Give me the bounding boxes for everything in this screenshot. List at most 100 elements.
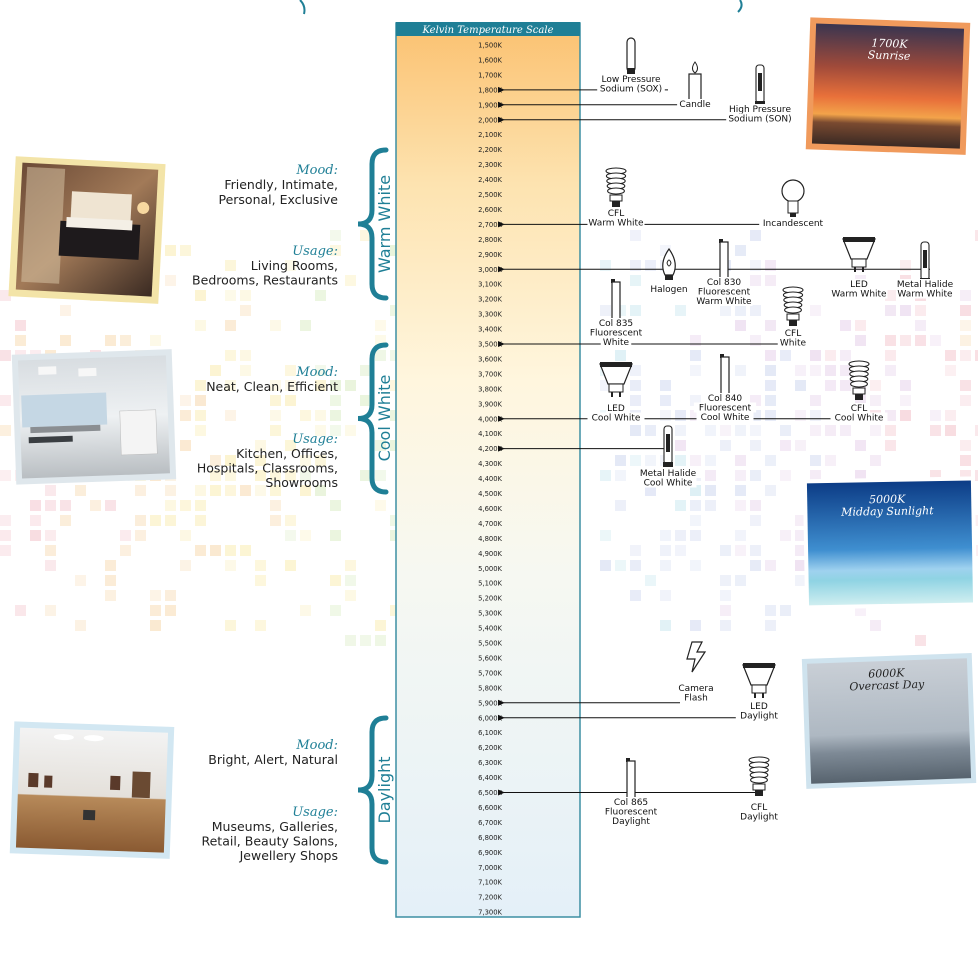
mosaic-square [630, 455, 641, 466]
scale-tick-label: 1,800K [478, 86, 502, 94]
mosaic-square [600, 305, 611, 316]
mosaic-square [30, 530, 41, 541]
scale-tick-label: 2,600K [478, 206, 502, 214]
mosaic-square [780, 350, 791, 361]
mosaic-square [135, 530, 146, 541]
source-label-bg [597, 83, 665, 94]
mosaic-square [855, 605, 866, 616]
mosaic-square [225, 260, 236, 271]
source-label-bg [597, 74, 665, 84]
mosaic-square [690, 500, 701, 511]
mosaic-square [60, 305, 71, 316]
source-label-bg [610, 797, 652, 807]
mosaic-square [975, 515, 978, 526]
source-label-bg [693, 402, 757, 413]
mosaic-square [765, 485, 776, 496]
incandescent-bulb-icon [781, 179, 805, 217]
mosaic-square [0, 545, 11, 556]
mosaic-square [900, 305, 911, 316]
mosaic-square [825, 425, 836, 436]
usage-line: Bedrooms, Restaurants [192, 273, 338, 288]
scale-tick-label: 4,700K [478, 520, 502, 528]
source-label-bg [703, 277, 745, 287]
sunrise-label-line2: Sunrise [868, 48, 912, 62]
mosaic-square [315, 485, 326, 496]
mosaic-square [900, 410, 911, 421]
mosaic-square [45, 545, 56, 556]
mosaic-square [210, 485, 221, 496]
mosaic-square [765, 455, 776, 466]
source-label-bg [735, 710, 783, 721]
source-label-bg [783, 328, 803, 338]
mosaic-square [705, 485, 716, 496]
scale-tick-label: 7,000K [478, 864, 502, 872]
mosaic-square [675, 530, 686, 541]
mosaic-square [840, 425, 851, 436]
source-label-bg [695, 296, 753, 306]
mosaic-square [285, 395, 296, 406]
mosaic-square [345, 560, 356, 571]
scale-tick-label: 5,100K [478, 580, 502, 588]
mosaic-square [750, 260, 761, 271]
mosaic-square [270, 515, 281, 526]
arrow-layer [498, 86, 930, 796]
scale-tick-label: 4,800K [478, 535, 502, 543]
source-label: Col 830 [707, 278, 742, 288]
mosaic-square [750, 230, 761, 241]
mosaic-square [285, 470, 296, 481]
mosaic-square [360, 230, 371, 241]
halogen-icon [662, 247, 676, 280]
mosaic-square [120, 530, 131, 541]
mood-heading: Mood: [295, 163, 338, 178]
gallery-photo [9, 721, 175, 859]
mosaic-square [75, 485, 86, 496]
mosaic-square [735, 530, 746, 541]
mosaic-square [165, 515, 176, 526]
fluorescent-tube-icon [611, 279, 621, 324]
usage-line: Living Rooms, [251, 258, 338, 273]
group-brace [357, 342, 389, 495]
mosaic-square [840, 380, 851, 391]
mosaic-square [735, 305, 746, 316]
source-label: Daylight [740, 813, 778, 823]
mosaic-square [945, 410, 956, 421]
mosaic-square [810, 365, 821, 376]
mosaic-square [180, 395, 191, 406]
scale-tick-label: 2,100K [478, 131, 502, 139]
mosaic-square [870, 380, 881, 391]
scale-tick-label: 2,900K [478, 251, 502, 259]
midday-label-line1: 5000K [869, 493, 906, 507]
mosaic-square [930, 410, 941, 421]
source-label: White [780, 339, 807, 349]
mosaic-square [375, 350, 386, 361]
scale-tick-label: 5,300K [478, 610, 502, 618]
scale-title: Kelvin Temperature Scale [421, 25, 553, 36]
source-label: Low Pressure [601, 75, 660, 85]
mosaic-square [795, 560, 806, 571]
mosaic-square [765, 275, 776, 286]
mosaic-square [360, 470, 371, 481]
group-name: Warm White [375, 175, 394, 273]
mosaic-square [900, 260, 911, 271]
led-spot-icon [599, 362, 633, 397]
mosaic-square [0, 530, 11, 541]
scale-tick-label: 1,500K [478, 42, 502, 50]
scale-tick-label: 1,600K [478, 56, 502, 64]
mosaic-square [630, 260, 641, 271]
mosaic-square [600, 530, 611, 541]
mosaic-square [225, 290, 236, 301]
mosaic-square [780, 605, 791, 616]
mosaic-square [675, 500, 686, 511]
mosaic-square [345, 635, 356, 646]
mood-heading: Mood: [295, 738, 338, 753]
group-brace [357, 147, 389, 301]
mosaic-square [105, 575, 116, 586]
mosaic-square [735, 455, 746, 466]
source-label-bg [677, 99, 713, 109]
source-label: Sodium (SOX) [600, 85, 662, 95]
mosaic-square [630, 305, 641, 316]
mosaic-square [675, 425, 686, 436]
source-label-bg [759, 218, 827, 228]
mosaic-square [675, 455, 686, 466]
